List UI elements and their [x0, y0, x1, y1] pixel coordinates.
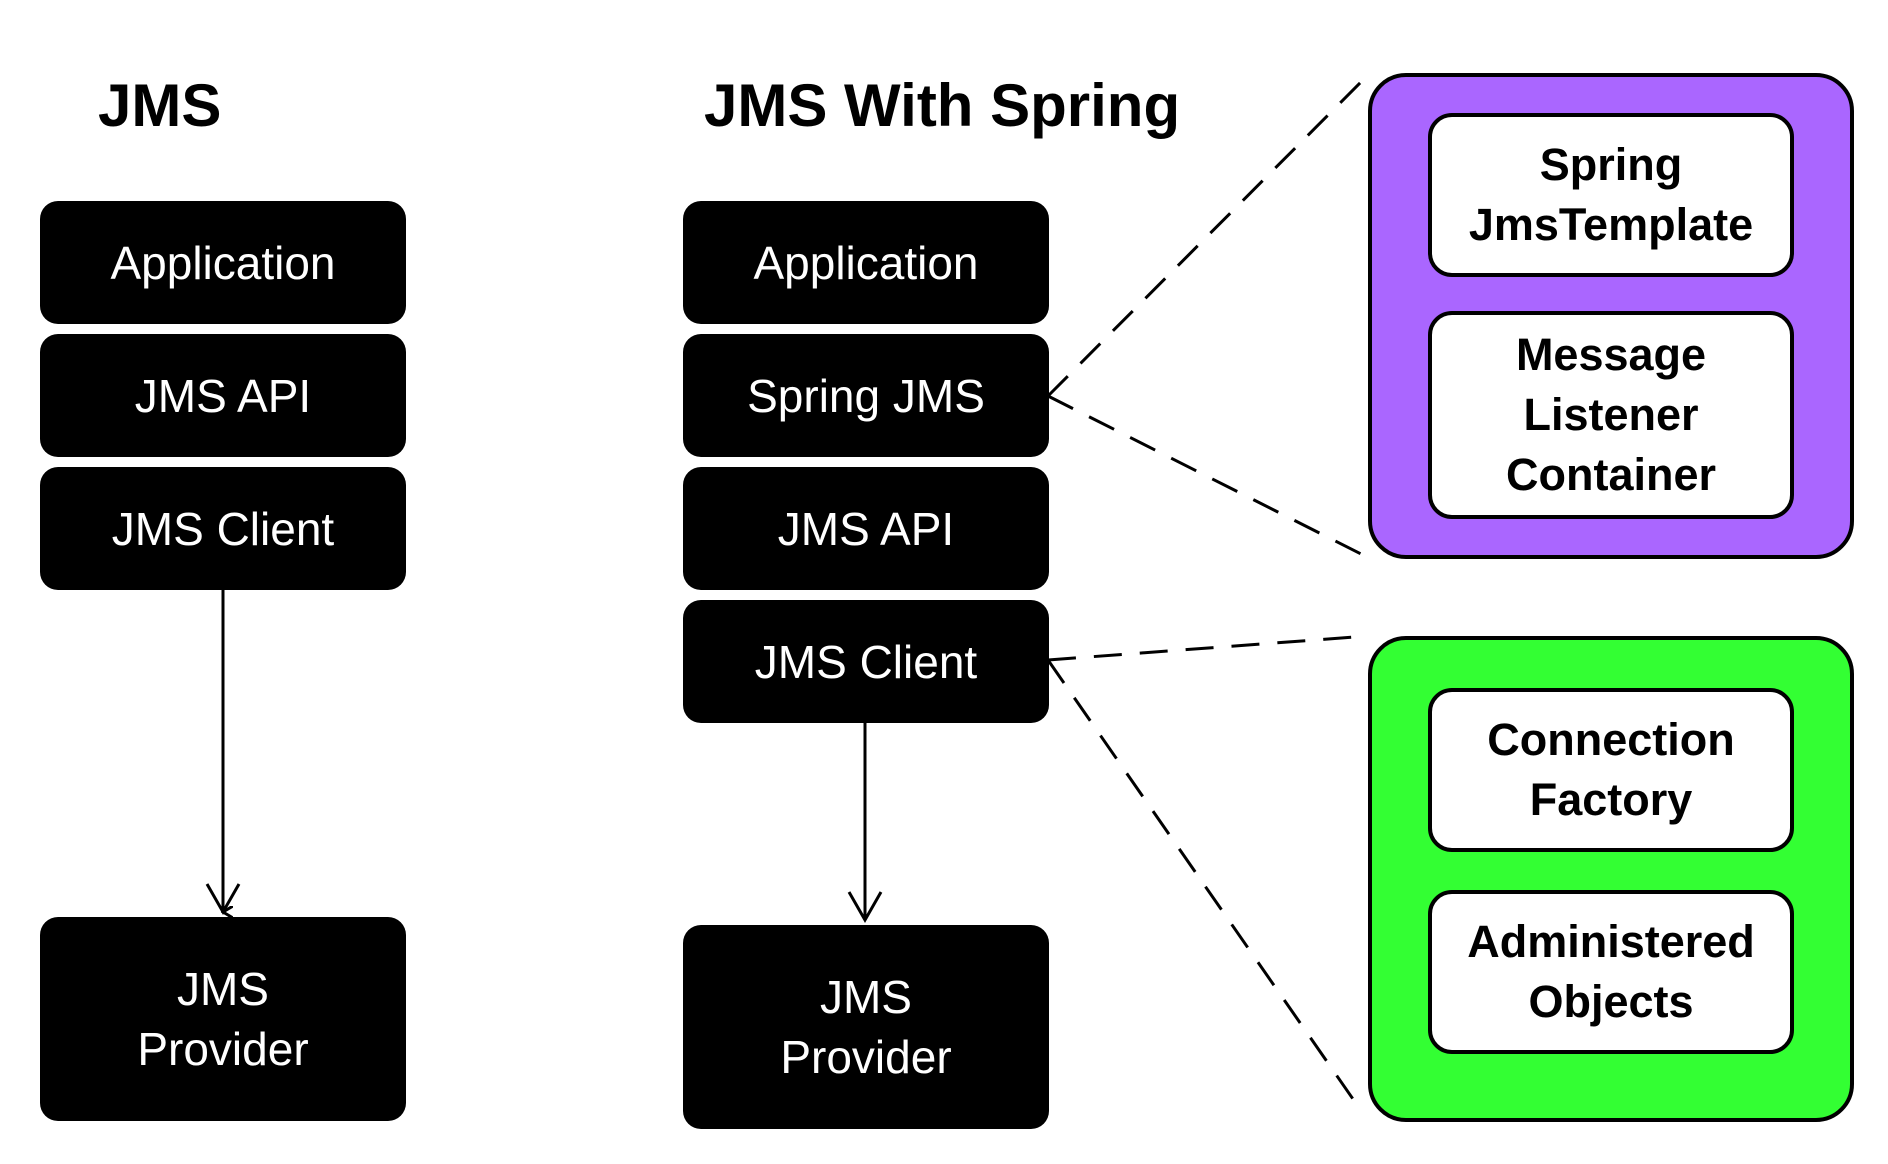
spring-provider-label: JMS Provider — [780, 971, 952, 1083]
jmstemplate-card: Spring JmsTemplate — [1428, 113, 1794, 277]
spring-jms-client-block: JMS Client — [683, 600, 1049, 723]
jms-arrowhead — [205, 883, 241, 916]
jms-application-block: Application — [40, 201, 406, 324]
spring-jms-provider-block: JMS Provider — [683, 925, 1049, 1129]
dash-client-top — [1047, 634, 1369, 662]
connection-factory-card: Connection Factory — [1428, 688, 1794, 852]
jmstemplate-label: Spring JmsTemplate — [1468, 139, 1754, 250]
jms-client-block: JMS Client — [40, 467, 406, 590]
dash-spring-bottom — [1047, 394, 1366, 558]
connection-factory-label: Connection Factory — [1487, 714, 1735, 825]
jms-provider-block: JMS Provider — [40, 917, 406, 1121]
jms-title: JMS — [98, 72, 222, 139]
dash-client-bottom — [1046, 659, 1364, 1113]
spring-application-block: Application — [683, 201, 1049, 324]
jms-api-block: JMS API — [40, 334, 406, 457]
jms-provider-label: JMS Provider — [137, 963, 309, 1075]
dash-spring-top — [1046, 71, 1372, 398]
listener-container-card: Message Listener Container — [1428, 311, 1794, 519]
spring-jms-api-block: JMS API — [683, 467, 1049, 590]
spring-arrowhead — [847, 891, 883, 924]
administered-objects-card: Administered Objects — [1428, 890, 1794, 1054]
administered-objects-label: Administered Objects — [1467, 916, 1755, 1027]
spring-jms-block: Spring JMS — [683, 334, 1049, 457]
jms-spring-title: JMS With Spring — [704, 72, 1181, 139]
listener-container-label: Message Listener Container — [1505, 329, 1716, 500]
